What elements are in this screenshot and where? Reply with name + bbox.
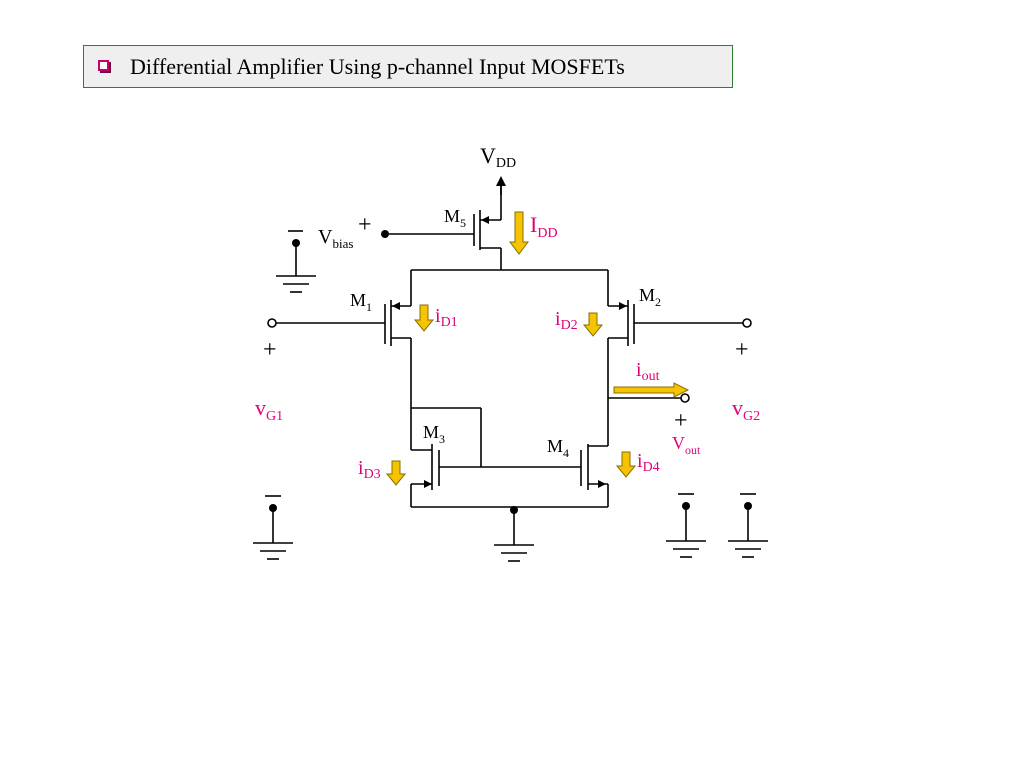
label-m5: M5 <box>444 206 466 230</box>
label-m1: M1 <box>350 290 372 314</box>
vg1-ground <box>253 495 293 560</box>
transistor-m4 <box>580 444 609 507</box>
transistor-m1 <box>267 270 412 408</box>
vg2-ground <box>728 493 768 558</box>
checkbox-bullet-icon <box>98 60 109 71</box>
label-vdd: VDD <box>480 143 516 171</box>
label-iout: iout <box>636 359 660 384</box>
vg2-plus: + <box>735 337 749 363</box>
label-m2: M2 <box>639 285 661 309</box>
vdd-arrow <box>496 176 506 195</box>
label-id4: iD4 <box>637 450 660 475</box>
vout-ground <box>666 493 706 558</box>
label-m4: M4 <box>547 436 569 460</box>
vbias-plus: + <box>358 212 372 238</box>
vg1-plus: + <box>263 337 277 363</box>
id4-arrow-icon <box>615 451 637 478</box>
transistor-m5 <box>473 185 502 270</box>
iout-arrow-icon <box>613 382 690 398</box>
id2-arrow-icon <box>582 312 604 337</box>
vbias-source <box>276 230 474 293</box>
label-m3: M3 <box>423 422 445 446</box>
transistor-m3 <box>410 407 482 507</box>
label-id1: iD1 <box>435 305 458 330</box>
label-id2: iD2 <box>555 308 578 333</box>
vout-plus: + <box>674 408 688 434</box>
id3-arrow-icon <box>385 460 407 486</box>
label-id3: iD3 <box>358 457 381 482</box>
transistor-m2 <box>607 270 752 446</box>
title-box: Differential Amplifier Using p-channel I… <box>83 45 733 88</box>
idd-arrow-icon <box>509 211 529 255</box>
label-vg1: vG1 <box>255 395 283 424</box>
label-vg2: vG2 <box>732 395 760 424</box>
slide-title: Differential Amplifier Using p-channel I… <box>130 54 625 79</box>
id1-arrow-icon <box>413 304 435 332</box>
label-vout: Vout <box>672 433 701 457</box>
ground-rail <box>411 506 608 562</box>
label-idd: IDD <box>530 212 558 241</box>
output-node <box>608 393 690 403</box>
label-vbias: Vbias <box>318 226 353 251</box>
